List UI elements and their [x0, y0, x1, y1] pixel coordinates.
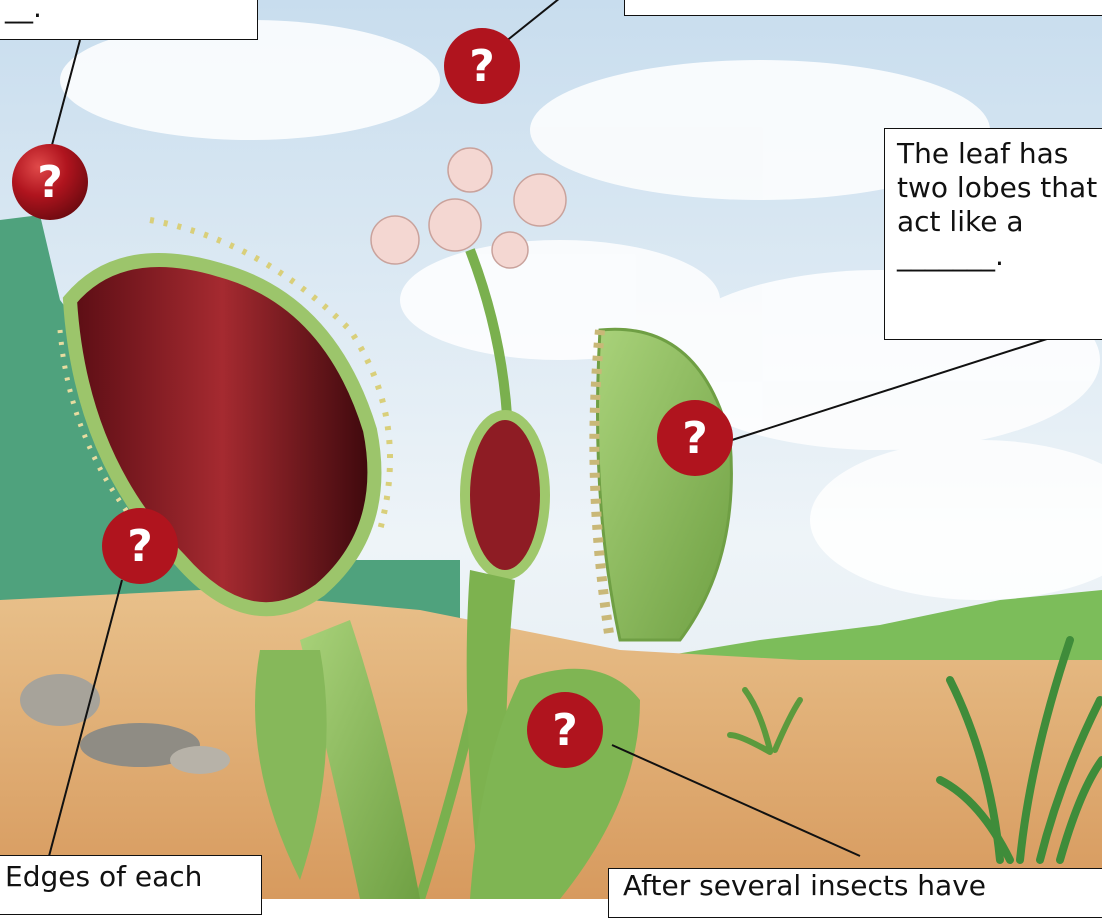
question-hotspot-top-center[interactable]: ?	[442, 26, 522, 106]
callout-top-right	[624, 0, 1102, 16]
question-hotspot-trap-base[interactable]: ?	[525, 690, 605, 770]
question-mark-glyph: ?	[682, 413, 708, 464]
question-mark-glyph: ?	[37, 157, 63, 208]
question-mark-glyph: ?	[127, 521, 153, 572]
question-hotspot-top-left[interactable]: ?	[10, 142, 90, 222]
callout-leaf-edges: Edges of each	[0, 855, 262, 915]
callout-leaf-lobes: The leaf has two lobes that act like a _…	[884, 128, 1102, 340]
question-mark-glyph: ?	[469, 41, 495, 92]
question-hotspot-leaf-edge[interactable]: ?	[100, 506, 180, 586]
question-mark-glyph: ?	[552, 705, 578, 756]
question-hotspot-trap-lobe[interactable]: ?	[655, 398, 735, 478]
callout-top-left: __.	[0, 0, 258, 40]
callout-after-insects: After several insects have	[608, 868, 1102, 918]
